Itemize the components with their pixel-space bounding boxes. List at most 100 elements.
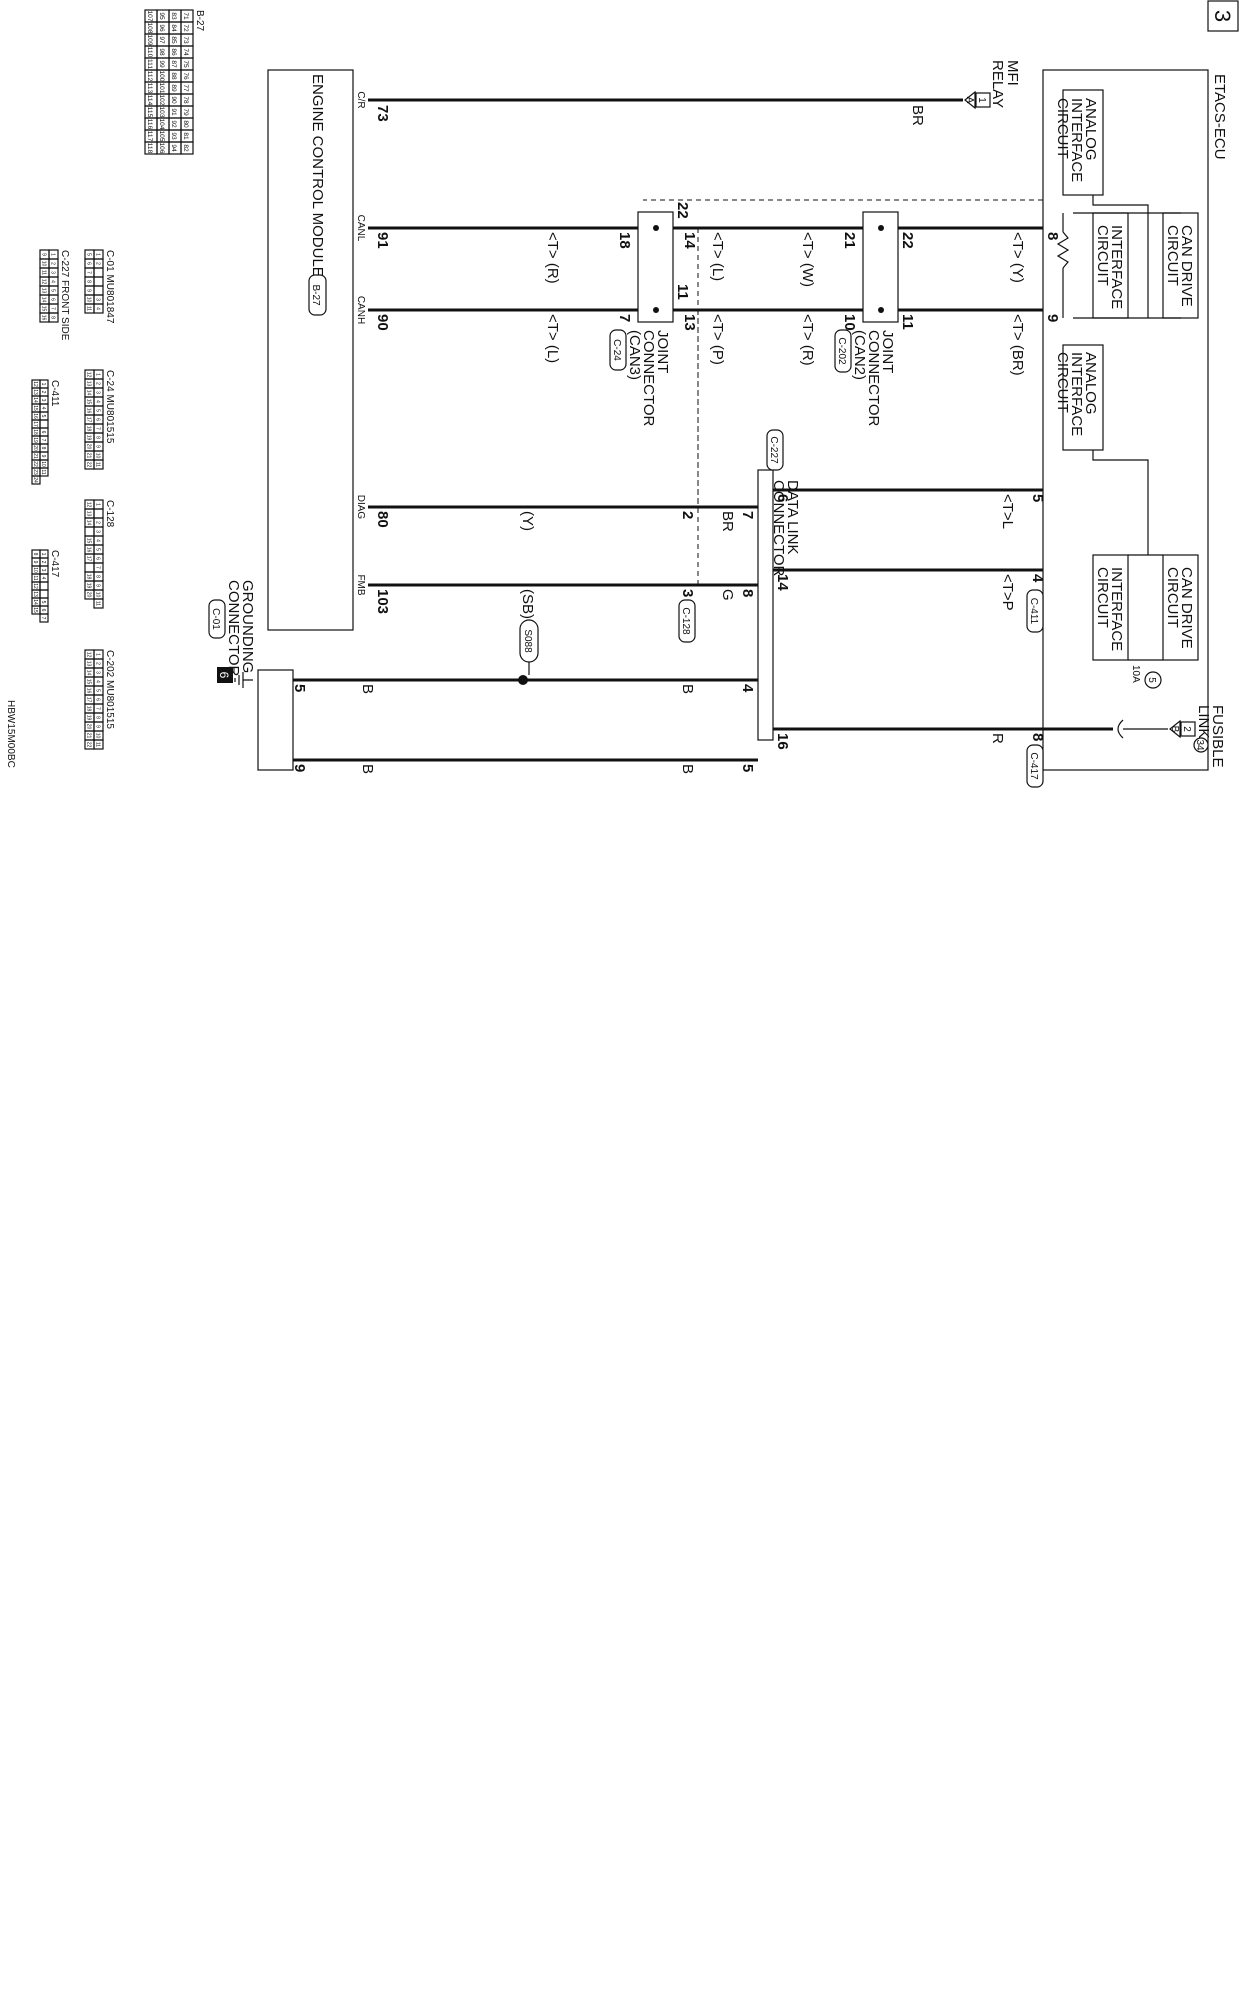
connector-pin-number: 7 <box>94 427 100 430</box>
connector-pin-number: 10 <box>94 592 100 598</box>
connector-pin-number: 1 <box>94 503 100 506</box>
connector-pin-number: 19 <box>85 715 91 721</box>
connector-pin-number: 2 <box>94 382 100 385</box>
connector-pin-number: 22 <box>85 742 91 748</box>
connector-pin-number: 7 <box>49 307 55 310</box>
connector-pin-number: 72 <box>182 24 189 32</box>
connector-cavity <box>31 605 41 615</box>
internal-link-1 <box>1092 195 1149 318</box>
connector-pin-number: 8 <box>85 280 91 283</box>
connector-pin-number: 2 <box>94 662 100 665</box>
analog-interface-circuit-2 <box>1062 344 1104 451</box>
connector-face-id: B-27 <box>194 10 205 32</box>
svg-text:<T> (R): <T> (R) <box>799 314 816 366</box>
connector-cavity <box>31 475 41 485</box>
connector-pin-number: 12 <box>32 583 38 589</box>
svg-text:6: 6 <box>217 672 231 679</box>
connector-pin-number: 13 <box>85 381 91 387</box>
svg-text:CIRCUIT: CIRCUIT <box>1164 567 1181 628</box>
connector-pin-number: 18 <box>85 426 91 432</box>
connector-pin-number: 22 <box>85 462 91 468</box>
connector-pin-number: 24 <box>32 477 38 483</box>
connector-pin-number: 6 <box>94 698 100 701</box>
connector-pin-number: 15 <box>40 306 46 312</box>
connector-pin-number: 89 <box>170 84 177 92</box>
svg-text:INTERFACE: INTERFACE <box>1068 98 1085 182</box>
connector-pin-number: 90 <box>170 96 177 104</box>
connector-pin-number: 104 <box>158 118 165 129</box>
connector-pin-number: 7 <box>85 271 91 274</box>
connector-cavity <box>84 589 95 600</box>
svg-text:C-417: C-417 <box>1028 752 1039 780</box>
svg-text:CAN DRIVE: CAN DRIVE <box>1178 225 1195 307</box>
connector-pin-number: 5 <box>85 253 91 256</box>
connector-pin-number: 12 <box>85 652 91 658</box>
connector-pin-number: 16 <box>85 408 91 414</box>
connector-pin-number: 19 <box>85 583 91 589</box>
connector-pin-number: 111 <box>146 59 153 69</box>
svg-text:<T> (Y): <T> (Y) <box>1009 232 1026 283</box>
connector-pin-number: 114 <box>146 95 153 106</box>
connector-pin-number: 71 <box>182 12 189 20</box>
connector-pin-number: 19 <box>32 437 38 443</box>
connector-cavity <box>93 598 104 609</box>
connector-pin-number: 113 <box>146 83 153 94</box>
svg-text:9: 9 <box>291 764 308 772</box>
connector-face-id: C-01 MU801847 <box>104 250 115 324</box>
internal-link-2 <box>1092 450 1149 555</box>
connector-face-id: C-411 <box>49 380 60 407</box>
connector-pin-number: 103 <box>158 106 165 117</box>
svg-text:4: 4 <box>1029 574 1046 583</box>
svg-text:2: 2 <box>679 511 696 519</box>
connector-cavity <box>39 613 49 623</box>
connector-pin-number: 94 <box>170 144 177 152</box>
svg-text:8: 8 <box>1029 733 1046 741</box>
svg-text:5: 5 <box>1029 494 1046 502</box>
svg-text:CONNECTOR: CONNECTOR <box>640 330 657 427</box>
svg-text:GROUNDING: GROUNDING <box>239 580 256 673</box>
connector-pin-number: 14 <box>85 520 91 526</box>
connector-pin-number: 109 <box>146 34 153 45</box>
grounding-connector <box>257 669 294 771</box>
connector-pin-number: 17 <box>85 417 91 423</box>
svg-text:A: A <box>964 97 975 104</box>
connector-pin-number: 9 <box>40 253 46 256</box>
connector-pin-number: 8 <box>94 575 100 578</box>
connector-pin-number: 79 <box>182 108 189 116</box>
connector-cavity <box>84 526 95 537</box>
svg-text:4: 4 <box>739 684 756 693</box>
svg-text:CONNECTOR: CONNECTOR <box>225 580 242 677</box>
connector-pin-number: 6 <box>94 557 100 560</box>
connector-pin-number: 11 <box>40 469 46 474</box>
connector-pin-number: 9 <box>94 445 100 448</box>
svg-text:C/R: C/R <box>355 91 366 108</box>
svg-text:16: 16 <box>774 733 791 750</box>
svg-text:<T> (W): <T> (W) <box>799 232 816 287</box>
connector-pin-number: 10 <box>94 733 100 739</box>
svg-text:<T> (R): <T> (R) <box>544 232 561 284</box>
connector-pin-number: 3 <box>94 530 100 533</box>
svg-text:34: 34 <box>1194 739 1205 751</box>
svg-text:8: 8 <box>1044 232 1061 240</box>
connector-pin-number: 100 <box>158 70 165 81</box>
svg-text:73: 73 <box>374 105 391 122</box>
svg-text:1: 1 <box>976 97 987 103</box>
connector-pin-number: 13 <box>32 389 38 395</box>
page-number: 3 <box>1210 10 1235 22</box>
connector-pin-number: 15 <box>85 538 91 544</box>
svg-text:CONNECTOR: CONNECTOR <box>865 330 882 427</box>
connector-pin-number: 3 <box>40 399 46 402</box>
svg-text:(CAN3): (CAN3) <box>626 330 643 380</box>
connector-face-id: C-128 <box>104 500 115 528</box>
connector-pin-number: 5 <box>40 415 46 418</box>
svg-text:JOINT: JOINT <box>879 330 896 373</box>
connector-face-id: C-202 MU801515 <box>104 650 115 729</box>
connector-pin-number: 20 <box>32 445 38 451</box>
connector-pin-number: 95 <box>158 12 165 20</box>
connector-pin-number: 2 <box>40 391 46 394</box>
connector-pin-number: 74 <box>182 48 189 56</box>
connector-pin-number: 9 <box>40 455 46 458</box>
connector-pin-number: 18 <box>85 574 91 580</box>
connector-pin-number: 15 <box>32 405 38 411</box>
